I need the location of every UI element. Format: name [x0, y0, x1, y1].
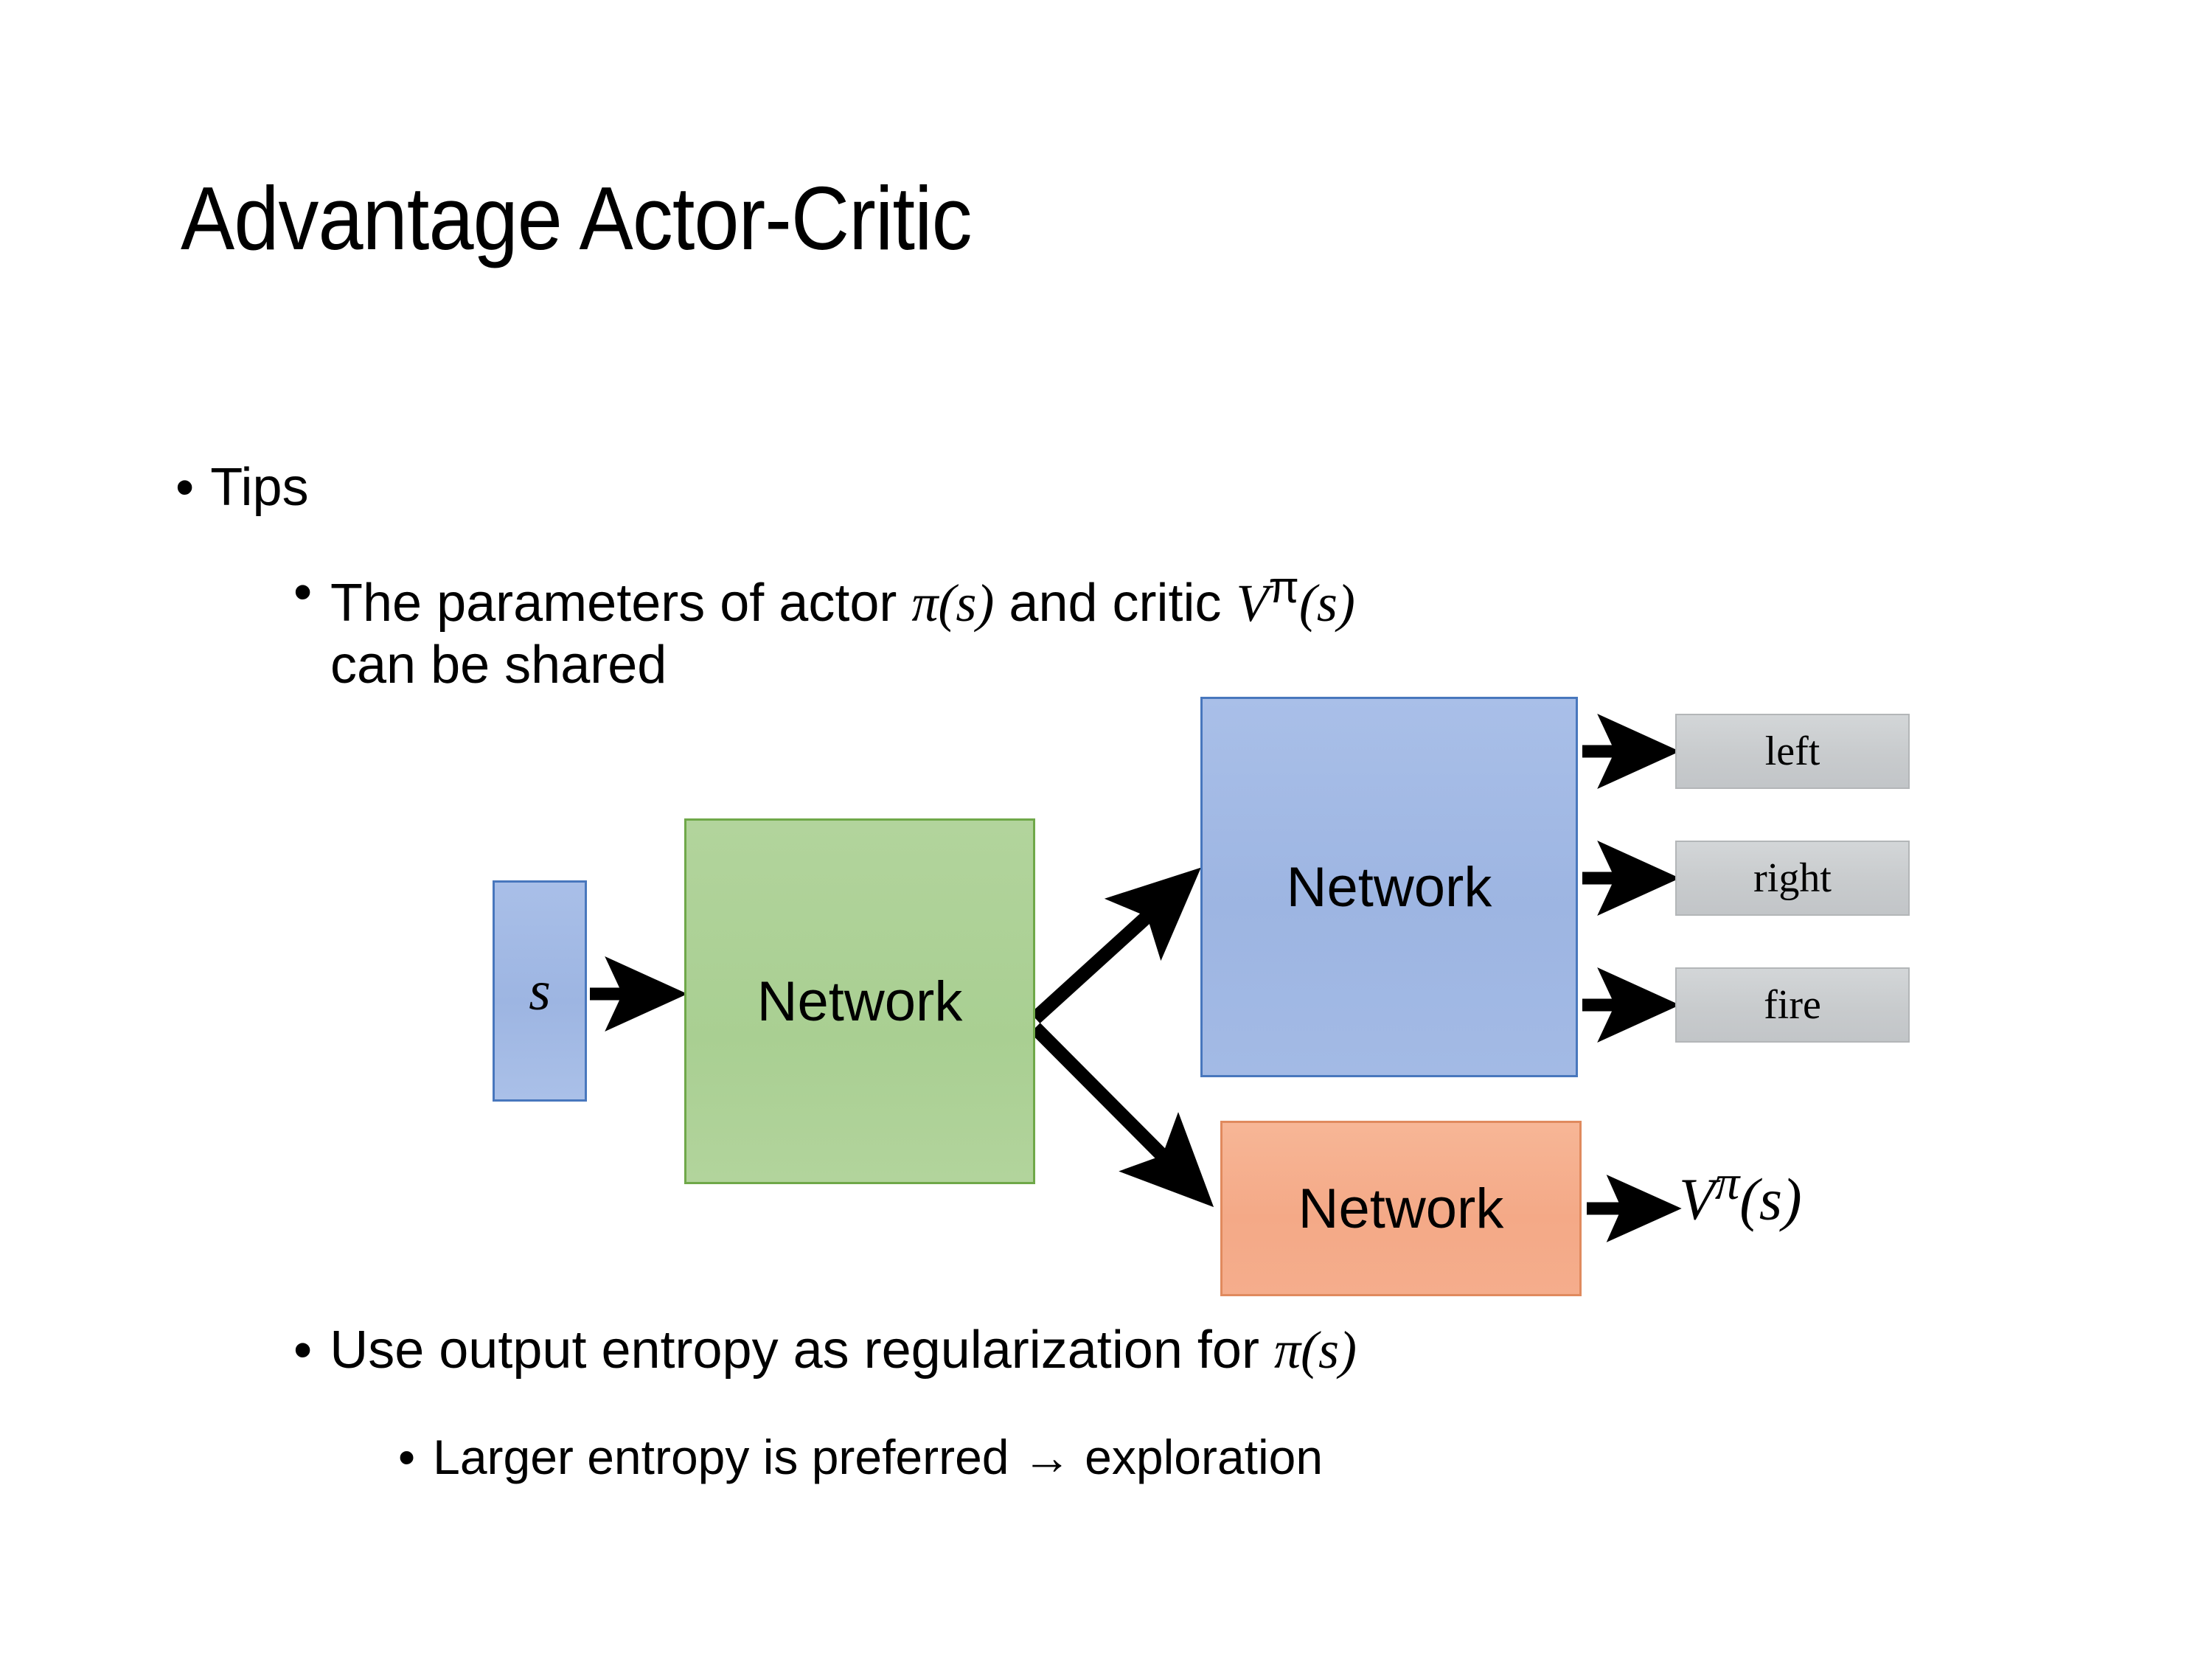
action-label-fire: fire: [1764, 982, 1821, 1028]
bullet-exploration: • Larger entropy is preferred → explorat…: [398, 1429, 1323, 1486]
entropy-text-prefix: Use output entropy as regularization for: [330, 1321, 1274, 1380]
bullet-tips: • Tips: [175, 457, 309, 518]
actor-network-label: Network: [1286, 855, 1492, 919]
math-actor-arg: (s): [1301, 1321, 1357, 1380]
critic-network-box[interactable]: Network: [1220, 1121, 1582, 1296]
actor-network-box[interactable]: Network: [1200, 697, 1578, 1077]
math-actor-pi: π: [1273, 1321, 1301, 1380]
bullet-marker-icon: •: [398, 1430, 416, 1484]
value-symbol: V: [1679, 1167, 1715, 1233]
bullet-marker-icon: •: [293, 1321, 313, 1380]
action-box-fire[interactable]: fire: [1675, 967, 1910, 1043]
value-superscript: π: [1714, 1156, 1740, 1210]
bullet-shared-parameters: • The parameters of actor π(s) and criti…: [293, 562, 1694, 696]
math-critic-superscript: π: [1268, 563, 1299, 612]
bullet-tips-label: Tips: [210, 458, 309, 517]
arrow-shared-to-critic-network: [1030, 1023, 1214, 1208]
bullet-entropy-text: Use output entropy as regularization for…: [330, 1320, 1357, 1382]
value-argument: (s): [1739, 1167, 1802, 1233]
bullet-marker-icon: •: [293, 563, 313, 622]
action-box-right[interactable]: right: [1675, 841, 1910, 916]
shared-line1-prefix: The parameters of actor: [330, 574, 912, 633]
shared-line1-middle: and critic: [994, 574, 1237, 633]
shared-line2: can be shared: [330, 635, 667, 695]
state-input-box[interactable]: s: [493, 880, 587, 1102]
bullet-entropy-regularization: • Use output entropy as regularization f…: [293, 1320, 1357, 1382]
action-label-right: right: [1753, 855, 1832, 901]
shared-network-label: Network: [757, 970, 963, 1033]
math-critic-V: V: [1236, 574, 1269, 633]
critic-network-label: Network: [1298, 1177, 1504, 1240]
action-label-left: left: [1764, 728, 1820, 774]
bullet-exploration-label: Larger entropy is preferred → exploratio…: [433, 1430, 1324, 1484]
bullet-marker-icon: •: [175, 458, 195, 517]
bullet-shared-text: The parameters of actor π(s) and critic …: [330, 562, 1694, 696]
math-actor-pi: π: [911, 574, 939, 633]
action-box-left[interactable]: left: [1675, 714, 1910, 789]
shared-network-box[interactable]: Network: [684, 818, 1035, 1184]
state-label: s: [529, 960, 551, 1022]
math-actor-arg: (s): [938, 574, 995, 633]
math-critic-arg: (s): [1298, 574, 1355, 633]
arrow-shared-to-actor-network: [1030, 867, 1201, 1024]
value-function-output: Vπ(s): [1679, 1156, 1802, 1233]
page-title: Advantage Actor-Critic: [181, 168, 972, 268]
